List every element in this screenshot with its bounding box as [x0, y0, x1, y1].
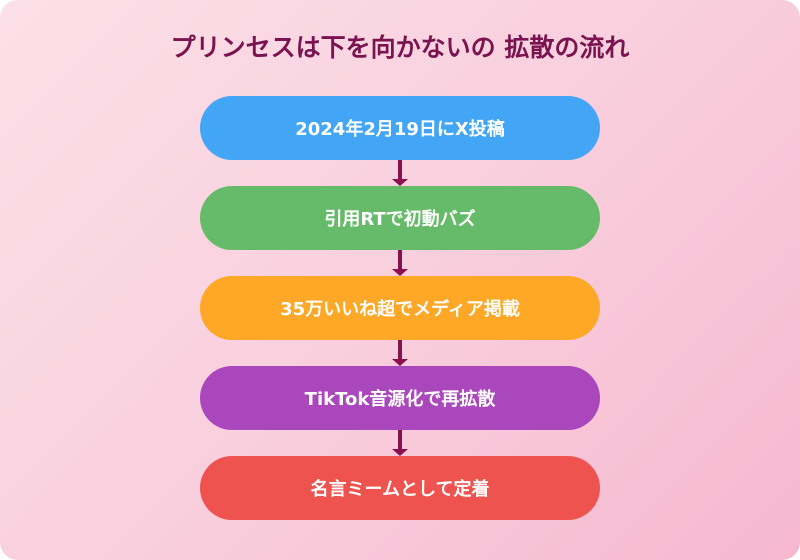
step-4-node: TikTok音源化で再拡散 — [200, 366, 600, 430]
arrow-1-2-head-icon — [392, 179, 408, 186]
arrow-4-5 — [398, 430, 402, 450]
step-4-label: TikTok音源化で再拡散 — [304, 389, 496, 410]
step-2-label: 引用RTで初動バズ — [324, 209, 476, 230]
arrow-1-2 — [398, 160, 402, 180]
arrow-4-5-head-icon — [392, 449, 408, 456]
step-2-node: 引用RTで初動バズ — [200, 186, 600, 250]
step-1-node: 2024年2月19日にX投稿 — [200, 96, 600, 160]
diagram-title: プリンセスは下を向かないの 拡散の流れ — [170, 33, 630, 62]
step-3-label: 35万いいね超でメディア掲載 — [280, 299, 520, 320]
arrow-2-3 — [398, 250, 402, 270]
arrow-2-3-head-icon — [392, 269, 408, 276]
step-5-label: 名言ミームとして定着 — [310, 479, 490, 500]
arrow-3-4 — [398, 340, 402, 360]
step-1-label: 2024年2月19日にX投稿 — [295, 119, 505, 140]
step-5-node: 名言ミームとして定着 — [200, 456, 600, 520]
step-3-node: 35万いいね超でメディア掲載 — [200, 276, 600, 340]
arrow-3-4-head-icon — [392, 359, 408, 366]
